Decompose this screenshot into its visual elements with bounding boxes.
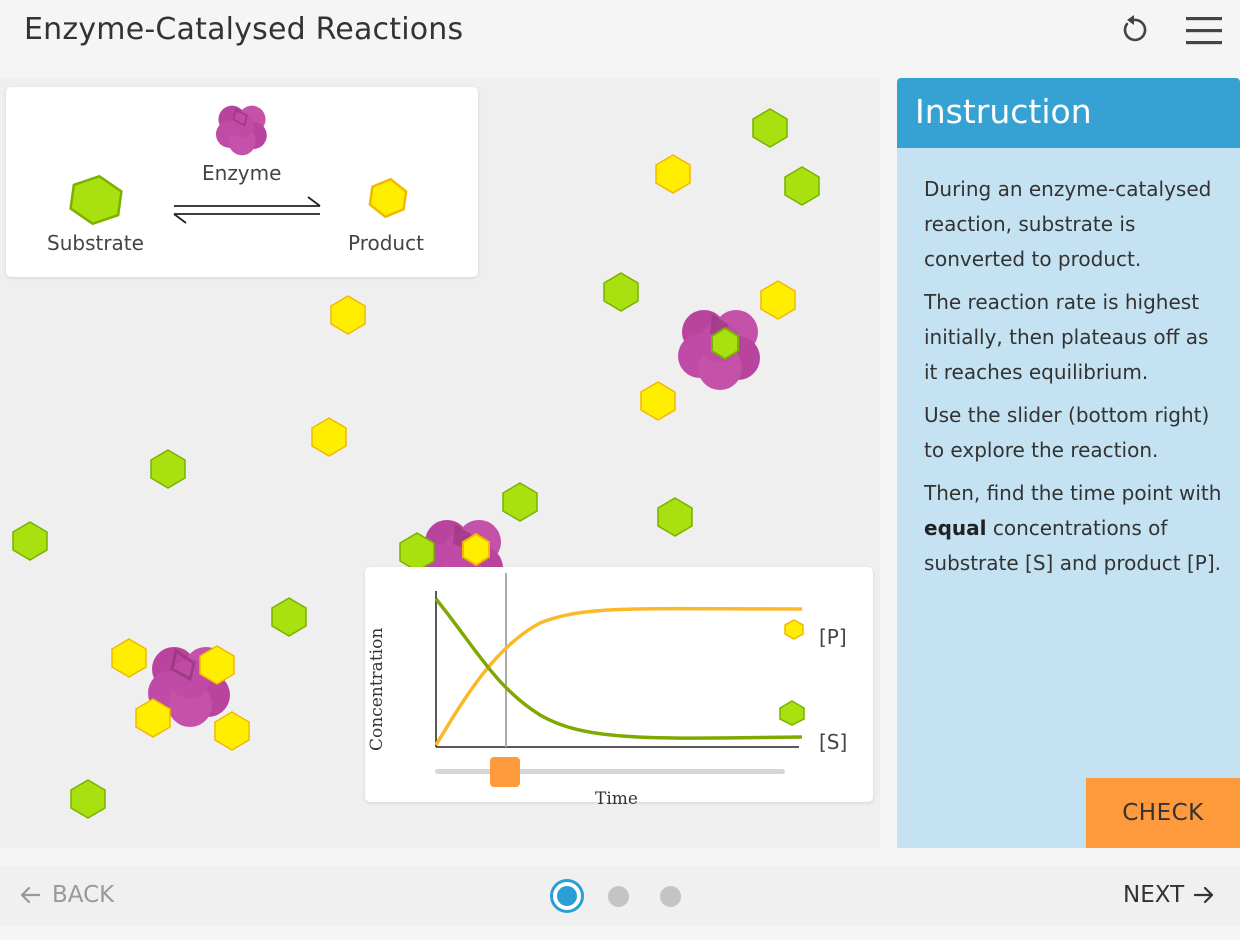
reaction-stage: Substrate Enzyme Product Concentration [… [0,78,880,848]
y-axis-label: Concentration [367,627,387,751]
enzyme-icon [215,105,267,156]
back-button[interactable]: BACK [18,882,114,908]
product-label: Product [348,231,424,255]
product-icon [368,177,408,219]
page-dot[interactable] [608,886,629,907]
instruction-header: Instruction [897,78,1240,148]
enzyme-molecule [421,520,503,600]
substrate-curve [434,597,803,740]
arrow-right-icon [1194,886,1214,904]
substrate-molecules [12,108,820,819]
header-bar: Enzyme-Catalysed Reactions [0,0,1240,62]
instruction-title: Instruction [915,92,1092,131]
x-axis-label: Time [595,789,638,809]
page-dot[interactable] [660,886,681,907]
concentration-graph [434,573,805,748]
page-indicator [548,878,688,914]
substrate-label: Substrate [47,231,144,255]
instruction-body: During an enzyme-catalysed reaction, sub… [924,172,1224,589]
reaction-legend-card: Substrate Enzyme Product [6,87,478,277]
instruction-text: concentrations of substrate [S] and prod… [924,516,1221,575]
instruction-panel: Instruction During an enzyme-catalysed r… [897,78,1240,848]
enzyme-molecule [148,647,230,727]
instruction-emphasis: equal [924,516,987,540]
check-button[interactable]: CHECK [1086,778,1240,848]
instruction-paragraph: Use the slider (bottom right) to explore… [924,403,1210,462]
concentration-graph-card: Concentration [P] [S] Time [365,567,873,809]
instruction-paragraph: During an enzyme-catalysed reaction, sub… [924,177,1212,271]
molecule-field [12,108,820,819]
equilibrium-arrows-icon [173,196,321,224]
arrow-left-icon [20,886,41,904]
product-series-label: [P] [819,625,847,649]
hamburger-menu-icon[interactable] [1184,14,1224,48]
instruction-paragraph: The reaction rate is highest initially, … [924,290,1209,384]
product-curve [434,606,803,746]
substrate-series-icon [779,700,805,726]
substrate-series-label: [S] [819,730,848,754]
page-dot-active[interactable] [550,879,584,913]
time-slider-track[interactable] [435,769,785,774]
page-title: Enzyme-Catalysed Reactions [24,12,464,47]
reset-icon[interactable] [1116,12,1152,48]
instruction-paragraph: Then, find the time point with equal con… [924,476,1224,581]
footer-nav: BACK NEXT [0,866,1240,926]
time-slider-thumb[interactable] [490,757,520,787]
enzyme-molecule [678,310,760,390]
instruction-text: Then, find the time point with [924,481,1222,505]
substrate-icon [69,174,123,226]
back-label: BACK [52,882,115,908]
product-molecules [111,154,796,751]
next-button[interactable]: NEXT [1123,882,1216,908]
product-series-icon [784,619,804,640]
next-label: NEXT [1123,882,1185,908]
enzyme-label: Enzyme [202,161,282,185]
